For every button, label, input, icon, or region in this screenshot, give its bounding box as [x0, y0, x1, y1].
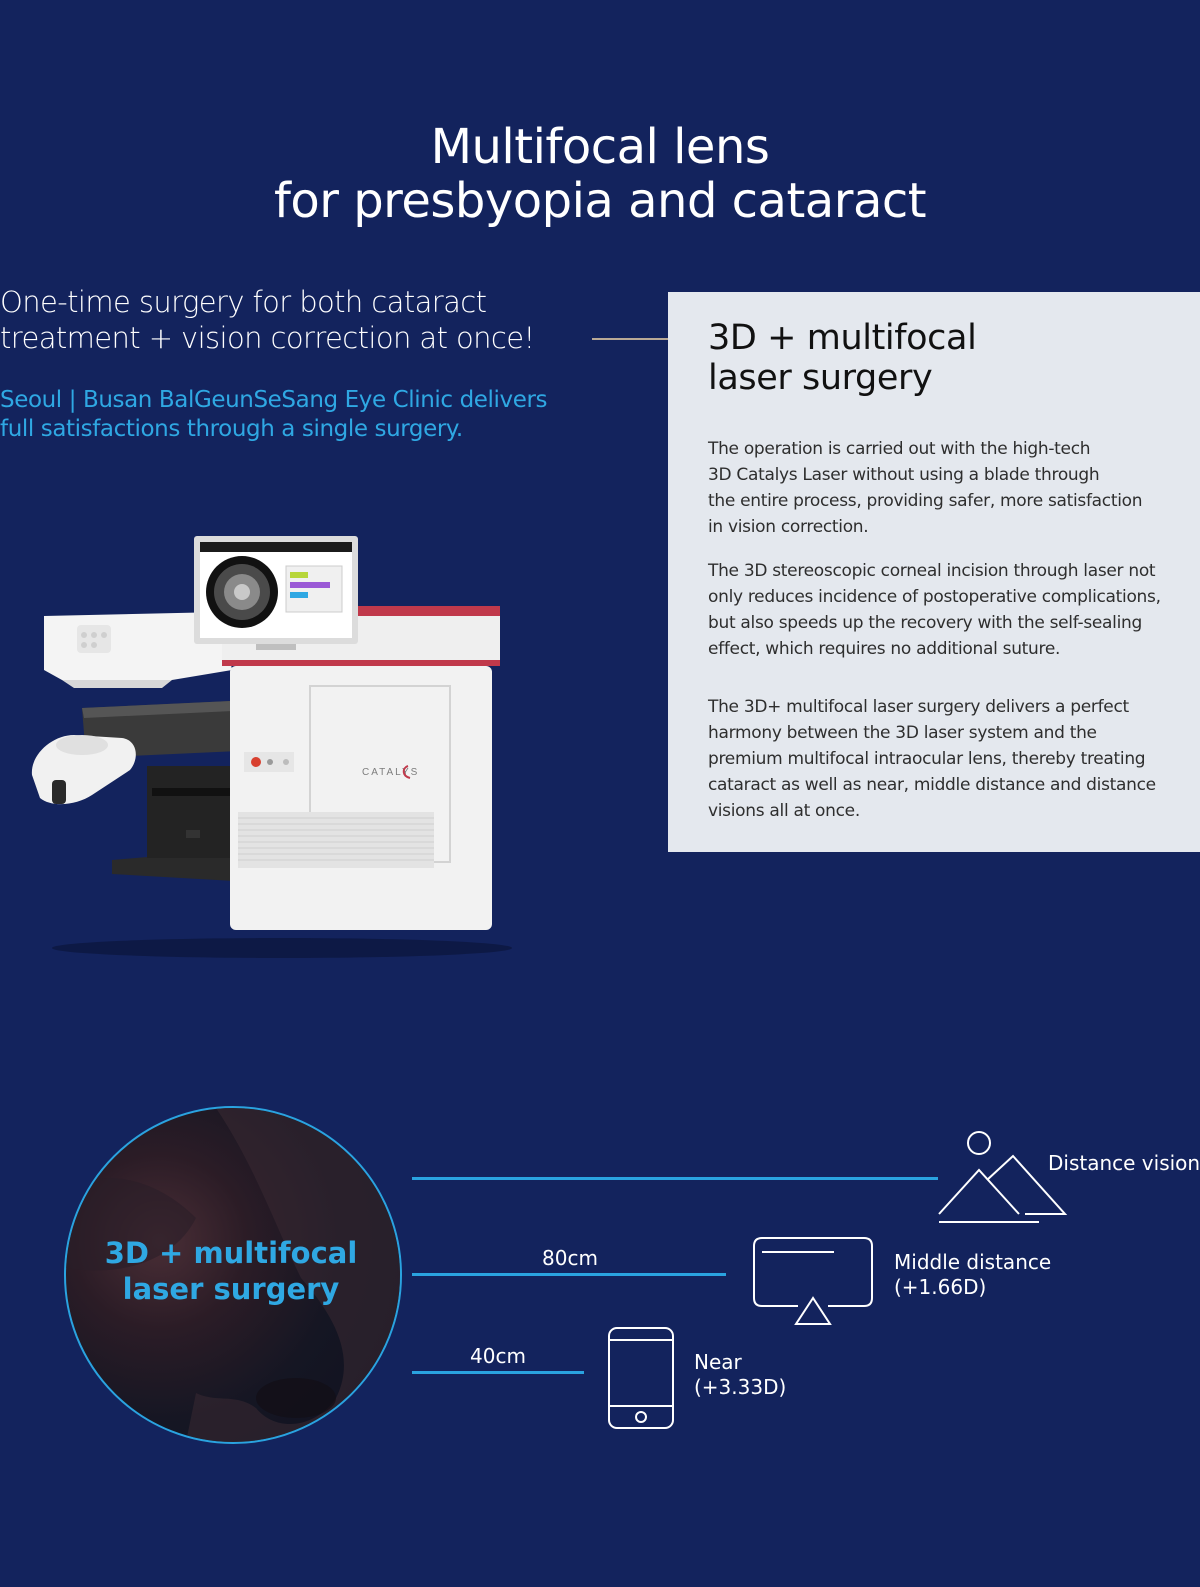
page-title-line2: for presbyopia and cataract: [273, 173, 927, 229]
panel-title-line2: laser surgery: [708, 358, 933, 398]
catalys-laser-device-image: CATALYS: [31, 536, 512, 958]
near-measure: 40cm: [470, 1344, 526, 1368]
intro-lead: One-time surgery for both cataract treat…: [0, 284, 560, 356]
paragraph-line: 3D Catalys Laser without using a blade t…: [708, 465, 1100, 485]
paragraph-line: The 3D stereoscopic corneal incision thr…: [708, 561, 1156, 581]
near-label-line2: (+3.33D): [694, 1375, 787, 1399]
paragraph-line: effect, which requires no additional sut…: [708, 639, 1061, 659]
middle-distance-label-line1: Middle distance: [894, 1250, 1052, 1274]
intro-subtext: Seoul | Busan BalGeunSeSang Eye Clinic d…: [0, 386, 560, 444]
intro-subtext-line2: full satisfactions through a single surg…: [0, 416, 463, 442]
middle-distance-line: [412, 1273, 726, 1276]
middle-distance-measure: 80cm: [542, 1246, 598, 1270]
panel-title-line1: 3D + multifocal: [708, 318, 977, 358]
circle-caption-line1: 3D + multifocal: [104, 1236, 358, 1270]
near-label: Near (+3.33D): [694, 1350, 786, 1400]
distance-visions-label: Distance visions: [1048, 1151, 1200, 1175]
near-line: [412, 1371, 584, 1374]
face-circle-image: [64, 1106, 402, 1444]
paragraph-line: premium multifocal intraocular lens, the…: [708, 749, 1146, 769]
page-title-line1: Multifocal lens: [430, 119, 770, 175]
page-title: Multifocal lens for presbyopia and catar…: [0, 120, 1200, 228]
device-brand: CATALYS: [362, 767, 419, 778]
paragraph-line: visions all at once.: [708, 801, 860, 821]
paragraph-line: The operation is carried out with the hi…: [708, 439, 1091, 459]
panel-paragraph-2: The 3D stereoscopic corneal incision thr…: [708, 558, 1178, 662]
paragraph-line: harmony between the 3D laser system and …: [708, 723, 1097, 743]
middle-distance-label: Middle distance (+1.66D): [894, 1250, 1051, 1300]
paragraph-line: cataract as well as near, middle distanc…: [708, 775, 1156, 795]
paragraph-line: but also speeds up the recovery with the…: [708, 613, 1142, 633]
landscape-icon: [938, 1131, 1068, 1223]
distance-line: [412, 1177, 938, 1180]
panel-paragraph-1: The operation is carried out with the hi…: [708, 436, 1178, 540]
smartphone-icon: [608, 1327, 674, 1429]
intro-lead-line2: treatment + vision correction at once!: [0, 321, 535, 355]
panel-title: 3D + multifocal laser surgery: [708, 318, 1148, 398]
info-panel: [668, 292, 1200, 852]
intro-lead-line1: One-time surgery for both cataract: [0, 285, 487, 319]
middle-distance-label-line2: (+1.66D): [894, 1275, 987, 1299]
paragraph-line: only reduces incidence of postoperative …: [708, 587, 1161, 607]
circle-caption: 3D + multifocal laser surgery: [64, 1235, 398, 1307]
intro-subtext-line1: Seoul | Busan BalGeunSeSang Eye Clinic d…: [0, 387, 548, 413]
paragraph-line: The 3D+ multifocal laser surgery deliver…: [708, 697, 1129, 717]
connector-line: [592, 338, 694, 340]
paragraph-line: the entire process, providing safer, mor…: [708, 491, 1143, 511]
near-label-line1: Near: [694, 1350, 742, 1374]
paragraph-line: in vision correction.: [708, 517, 869, 537]
circle-caption-line2: laser surgery: [122, 1272, 340, 1306]
panel-paragraph-3: The 3D+ multifocal laser surgery deliver…: [708, 694, 1178, 824]
monitor-icon: [753, 1237, 873, 1325]
